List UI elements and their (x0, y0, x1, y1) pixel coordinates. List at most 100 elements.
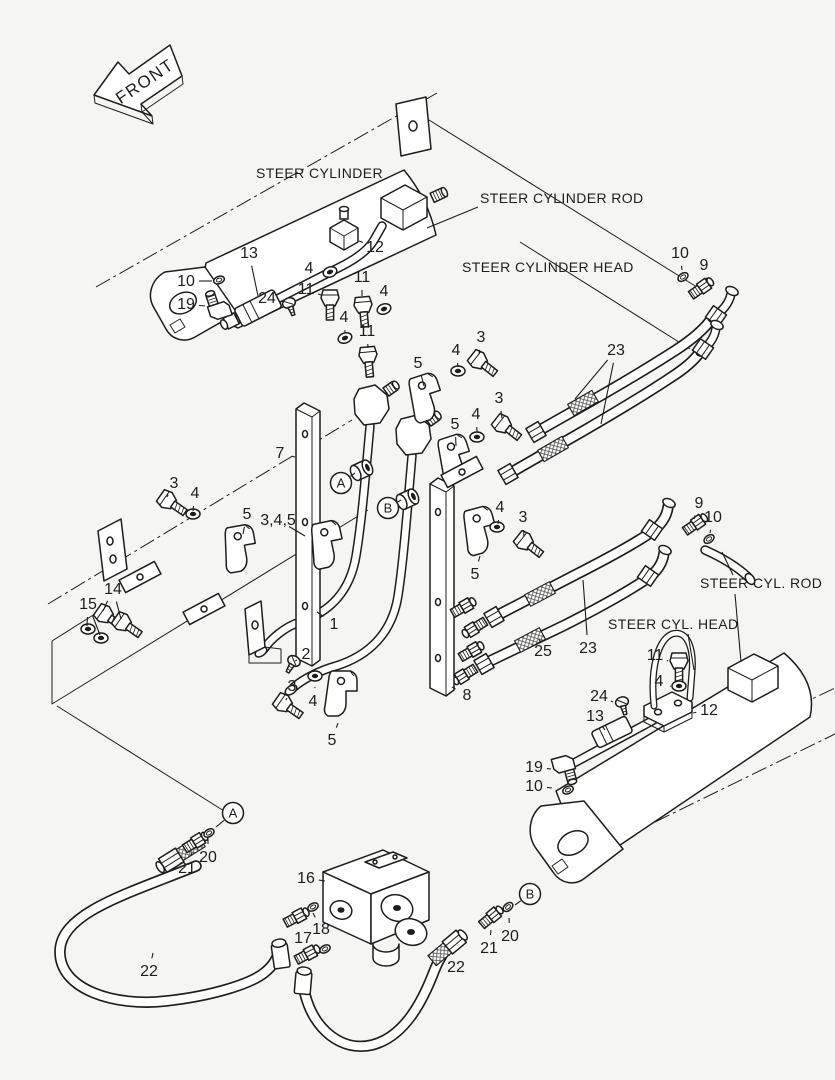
part-callout-19: 19 (525, 759, 543, 776)
part-callout-23: 23 (579, 640, 597, 657)
part-callout-11: 11 (359, 323, 376, 340)
lower-hoses-23-25 (449, 497, 756, 688)
leader-line (288, 526, 306, 537)
part-callout-11: 11 (298, 281, 315, 298)
part-callout-25: 25 (534, 643, 552, 660)
part-callout-23: 23 (607, 342, 625, 359)
part-callout-9: 9 (700, 257, 709, 274)
leader-line (426, 206, 479, 229)
ref-marker-letter-A: A (229, 806, 238, 821)
leader-line (198, 304, 206, 307)
leader-line (350, 472, 356, 477)
leader-line (335, 722, 339, 728)
hose-22-left (54, 826, 291, 1008)
part-callout-17: 17 (294, 930, 312, 947)
part-callout-5: 5 (414, 355, 423, 372)
leader-line (687, 633, 695, 671)
part-callout-24: 24 (258, 290, 276, 307)
part-callout-19: 19 (177, 296, 195, 313)
part-callout-5: 5 (471, 566, 480, 583)
part-callout-4: 4 (305, 260, 314, 277)
part-callout-4: 4 (340, 309, 349, 326)
leader-line (420, 375, 425, 387)
leader-line (734, 593, 742, 663)
part-callout-7: 7 (276, 445, 285, 462)
part-callout-16: 16 (297, 870, 315, 887)
steer-cyl-head-assembly (529, 629, 813, 884)
tube-sleeve-13 (234, 289, 282, 327)
leader-line (190, 851, 193, 856)
part-callout-3: 3 (477, 329, 486, 346)
ref-marker-circle-A (329, 471, 353, 495)
part-callout-2: 2 (302, 646, 311, 663)
part-callout-20: 20 (199, 849, 217, 866)
ref-marker-letter-B: B (526, 887, 535, 902)
part-callout-21: 21 (480, 940, 498, 957)
leader-line (251, 265, 259, 297)
ref-marker-circle-A (221, 801, 245, 825)
leader-line (294, 659, 298, 662)
part-callout-10: 10 (525, 778, 543, 795)
part-callout-10: 10 (704, 509, 722, 526)
part-callout-3: 3 (519, 509, 528, 526)
part-callout-5: 5 (451, 416, 460, 433)
adapter-21 (476, 902, 507, 931)
leader-line (500, 410, 503, 419)
leader-line (600, 362, 614, 425)
rod-side-tube-assembly (202, 184, 449, 379)
area-label-steer-cylinder-head: STEER CYLINDER HEAD (462, 259, 634, 275)
hose-22-right (293, 899, 516, 1052)
leader-line (721, 551, 734, 576)
part-callout-14: 14 (104, 581, 122, 598)
part-callout-4: 4 (380, 283, 389, 300)
part-callout-3: 3 (170, 475, 179, 492)
screw-24 (613, 694, 633, 717)
part-callout-15: 15 (79, 596, 97, 613)
part-callout-4: 4 (655, 673, 664, 690)
part-callout-5: 5 (243, 506, 252, 523)
part-callout-3: 3 (495, 390, 504, 407)
part-callout-10: 10 (671, 245, 689, 262)
port-adapter-17 (281, 904, 312, 930)
leader-line (574, 359, 609, 400)
part-callout-10: 10 (177, 273, 195, 290)
leader-line (705, 277, 708, 283)
clamp-block-12 (329, 205, 359, 251)
part-callout-18: 18 (312, 921, 330, 938)
leader-line (151, 952, 154, 959)
part-callout-5: 5 (328, 732, 337, 749)
ref-marker-circle-B (376, 496, 400, 520)
leader-line (397, 499, 402, 503)
leader-line (358, 240, 364, 243)
upper-hoses-23 (497, 270, 739, 486)
leader-line (285, 697, 288, 701)
part-callout-4: 4 (191, 485, 200, 502)
part-callout-8: 8 (463, 687, 472, 704)
leader-line (92, 615, 101, 636)
leader-line (538, 638, 541, 643)
part-callout-11: 11 (647, 647, 664, 664)
left-brackets (97, 455, 484, 664)
part-callout-21: 21 (178, 860, 196, 877)
ref-marker-circle-B (518, 882, 542, 906)
part-callout-22: 22 (140, 963, 158, 980)
leader-line (115, 601, 122, 620)
leader-line (602, 726, 606, 731)
ref-marker-letter-B: B (384, 501, 393, 516)
part-callout-12: 12 (700, 702, 718, 719)
leader-line (610, 700, 614, 703)
leader-line (166, 494, 169, 498)
steer-cylinder-body (149, 169, 437, 341)
oring-18 (305, 900, 321, 914)
area-label-steer-cyl-rod: STEER CYL. ROD (700, 575, 822, 591)
leader-line (192, 505, 195, 512)
oring-18 (317, 942, 333, 956)
bent-tubes-1-2 (254, 380, 442, 696)
part-callout-24: 24 (590, 688, 608, 705)
leader-line (489, 929, 492, 936)
leader-line (709, 529, 712, 534)
leader-line (666, 659, 669, 662)
frame-lines (51, 96, 701, 817)
part-callout-4: 4 (472, 406, 481, 423)
